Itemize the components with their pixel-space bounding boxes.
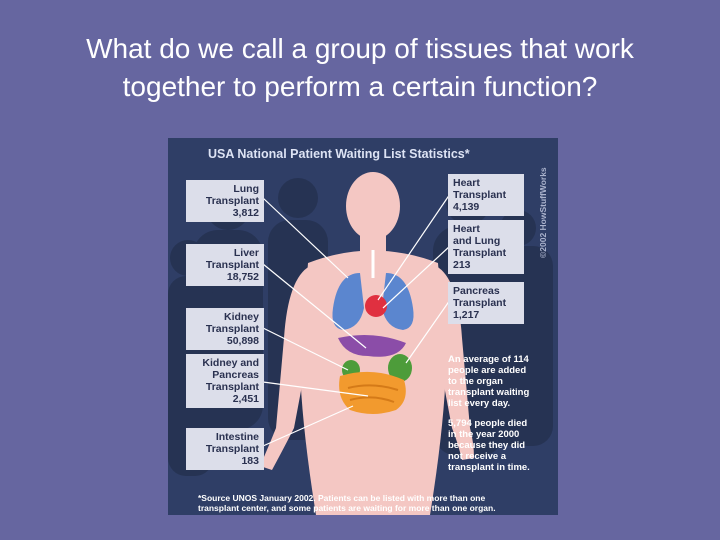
body-illustration: [168, 172, 553, 515]
heart-lung-transplant-label: Heart and Lung Transplant 213: [448, 220, 524, 274]
kidney-pancreas-transplant-label: Kidney and Pancreas Transplant 2,451: [186, 354, 264, 408]
kidney-transplant-label: Kidney Transplant 50,898: [186, 308, 264, 350]
liver-transplant-label: Liver Transplant 18,752: [186, 244, 264, 286]
transplant-poster: USA National Patient Waiting List Statis…: [168, 138, 558, 515]
intestine: [339, 371, 406, 414]
stomach: [388, 354, 412, 382]
lung-transplant-label: Lung Transplant 3,812: [186, 180, 264, 222]
daily-additions-stat: An average of 114 people are added to th…: [448, 354, 530, 409]
heart: [365, 295, 387, 317]
lungs-left: [332, 273, 364, 330]
deaths-stat: 5,794 people died in the year 2000 becau…: [448, 418, 530, 473]
copyright-notice: ©2002 HowStuffWorks: [538, 167, 548, 258]
intestine-transplant-label: Intestine Transplant 183: [186, 428, 264, 470]
source-footnote: *Source UNOS January 2002. Patients can …: [198, 493, 496, 513]
leader-lines: [262, 193, 451, 447]
pancreas-transplant-label: Pancreas Transplant 1,217: [448, 282, 524, 324]
slide-title: What do we call a group of tissues that …: [86, 33, 634, 102]
poster-title: USA National Patient Waiting List Statis…: [208, 147, 470, 161]
heart-transplant-label: Heart Transplant 4,139: [448, 174, 524, 216]
liver: [338, 334, 406, 357]
